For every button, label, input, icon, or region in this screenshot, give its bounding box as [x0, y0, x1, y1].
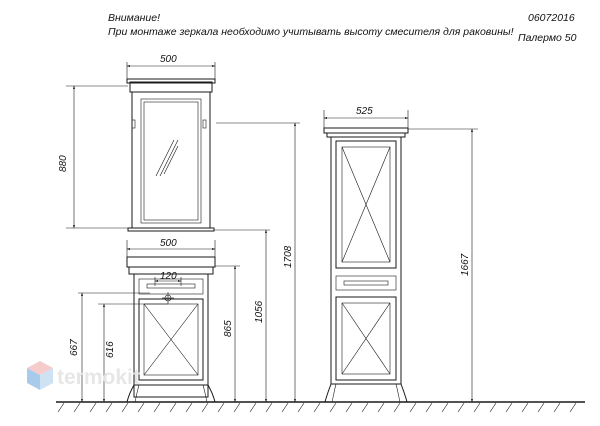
- floor-hatch-mark: [457, 402, 465, 413]
- floor-hatch-mark: [377, 402, 385, 413]
- floor-hatch-mark: [297, 402, 305, 413]
- floor-hatch-mark: [441, 402, 449, 413]
- vanity-height-label: 865: [223, 320, 234, 337]
- floor-hatch-mark: [489, 402, 497, 413]
- tall-column-cabinet: [323, 127, 409, 403]
- floor-hatch-mark: [217, 402, 225, 413]
- dim-vanity-height: 865: [215, 265, 240, 403]
- dim-mirror-bottom-height: 1056: [214, 229, 270, 403]
- warning-title: Внимание!: [108, 12, 160, 24]
- mirror-top-height-label: 1708: [283, 245, 294, 268]
- watermark-text: termokit: [57, 366, 140, 389]
- floor-hatch-mark: [409, 402, 417, 413]
- column-height-label: 1667: [460, 253, 471, 276]
- column-width-label: 525: [356, 106, 373, 117]
- drawer-height-label: 667: [69, 339, 80, 356]
- floor: [56, 401, 585, 413]
- dim-drawer-height: 667: [69, 292, 150, 403]
- warning-text: При монтаже зеркала необходимо учитывать…: [108, 26, 514, 38]
- dim-mirror-width: 500: [126, 54, 216, 79]
- cube-logo-icon: [27, 361, 53, 390]
- mirror-cabinet: [126, 78, 216, 232]
- floor-hatch-mark: [105, 402, 113, 413]
- floor-hatch-mark: [473, 402, 481, 413]
- floor-hatch-mark: [361, 402, 369, 413]
- floor-hatch-mark: [281, 402, 289, 413]
- floor-hatch-mark: [169, 402, 177, 413]
- floor-hatch-mark: [153, 402, 161, 413]
- floor-hatch-mark: [201, 402, 209, 413]
- doc-code: 06072016: [528, 12, 575, 24]
- dim-tap-width: 120: [154, 271, 182, 286]
- dim-column-height: 1667: [408, 128, 478, 403]
- watermark: termokit: [27, 361, 140, 390]
- model-name: Палермо 50: [518, 32, 577, 44]
- mirror-width-label: 500: [160, 54, 177, 65]
- floor-hatch-mark: [185, 402, 193, 413]
- dim-tap-height: 616: [98, 303, 168, 403]
- dim-vanity-width: 500: [126, 238, 216, 257]
- floor-hatch-mark: [345, 402, 353, 413]
- vanity-cabinet: [126, 256, 216, 403]
- floor-hatch-mark: [313, 402, 321, 413]
- floor-hatch-mark: [329, 402, 337, 413]
- tap-height-label: 616: [105, 341, 116, 358]
- floor-hatch-mark: [505, 402, 513, 413]
- floor-hatch-mark: [57, 402, 65, 413]
- dim-column-width: 525: [323, 106, 409, 128]
- mirror-height-label: 880: [58, 155, 69, 172]
- floor-hatch-mark: [393, 402, 401, 413]
- floor-hatch-mark: [89, 402, 97, 413]
- floor-hatch-mark: [265, 402, 273, 413]
- floor-hatch-mark: [233, 402, 241, 413]
- floor-hatch-mark: [425, 402, 433, 413]
- dim-mirror-top-height: 1708: [216, 122, 300, 403]
- floor-hatch-mark: [537, 402, 545, 413]
- tap-width-label: 120: [160, 271, 177, 282]
- floor-hatch-mark: [569, 402, 577, 413]
- vanity-width-label: 500: [160, 238, 177, 249]
- floor-hatch-mark: [521, 402, 529, 413]
- dim-mirror-height: 880: [58, 85, 128, 229]
- mirror-bottom-height-label: 1056: [254, 300, 265, 323]
- floor-hatch-mark: [137, 402, 145, 413]
- floor-hatch-mark: [121, 402, 129, 413]
- floor-hatch-mark: [553, 402, 561, 413]
- floor-hatch-mark: [73, 402, 81, 413]
- floor-hatch-mark: [249, 402, 257, 413]
